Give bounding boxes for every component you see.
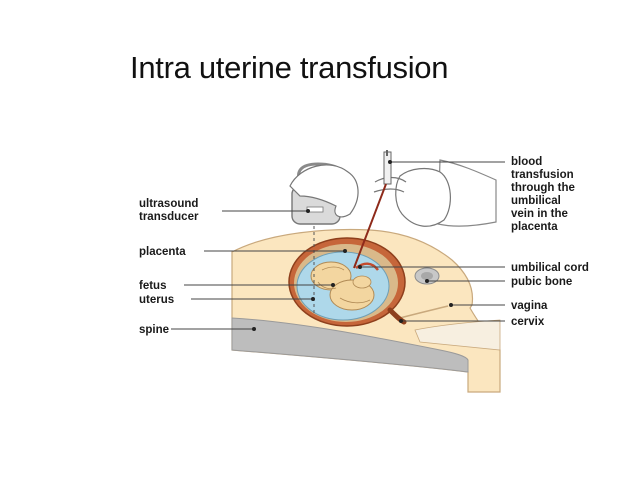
leader-dot xyxy=(425,279,429,283)
label-blood-transfusion: blood transfusion through the umbilical … xyxy=(511,156,578,233)
slide-title: Intra uterine transfusion xyxy=(130,50,449,85)
operator-hand-left xyxy=(289,164,359,218)
leader-dot xyxy=(252,327,256,331)
label-fetus: fetus xyxy=(139,280,166,292)
needle xyxy=(353,183,387,269)
label-cervix: cervix xyxy=(511,316,545,328)
leader-dot xyxy=(449,303,453,307)
leader-dot xyxy=(399,319,403,323)
operator-hand-right xyxy=(395,167,451,227)
leader-dot xyxy=(388,160,392,164)
leader-dot xyxy=(343,249,347,253)
label-placenta: placenta xyxy=(139,246,186,258)
leader-dot xyxy=(306,209,310,213)
syringe xyxy=(383,150,392,185)
label-umbilical-cord: umbilical cord xyxy=(511,262,589,274)
sheet xyxy=(414,319,501,351)
umbilical-cord xyxy=(355,262,379,271)
leader-dot xyxy=(311,297,315,301)
label-ultrasound-transducer: ultrasound transducer xyxy=(139,198,202,223)
spine xyxy=(231,317,469,373)
label-vagina: vagina xyxy=(511,300,548,312)
vagina xyxy=(399,305,449,319)
leader-dot xyxy=(331,283,335,287)
label-pubic-bone: pubic bone xyxy=(511,276,572,288)
operator-sleeve xyxy=(437,159,497,227)
pubic-bone-inner xyxy=(421,272,433,280)
label-uterus: uterus xyxy=(139,294,174,306)
fetus xyxy=(310,261,375,311)
leader-dot xyxy=(358,265,362,269)
label-spine: spine xyxy=(139,324,169,336)
finger xyxy=(373,188,405,193)
